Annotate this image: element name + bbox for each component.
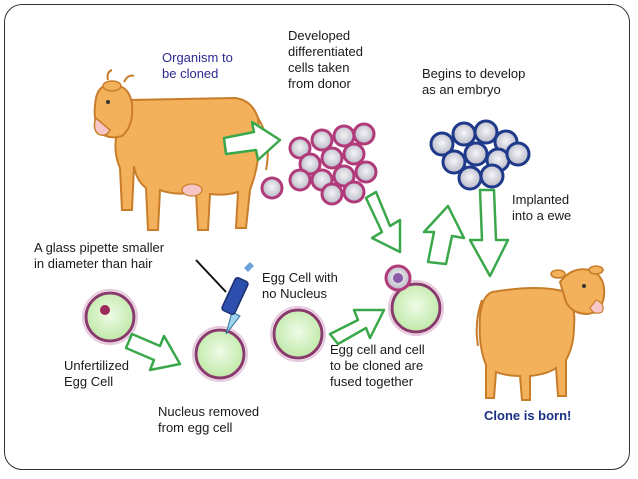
label-developed-line3: cells taken: [288, 60, 349, 75]
label-organism-line2: be cloned: [162, 66, 218, 81]
label-fused-line3: fused together: [330, 374, 414, 389]
label-implanted-line2: into a ewe: [512, 208, 571, 223]
clone-cow-icon: [475, 265, 606, 401]
label-fused: Egg cell and cell to be cloned are fused…: [330, 342, 425, 389]
label-implanted-line1: Implanted: [512, 192, 569, 207]
label-unfertilized-line1: Unfertilized: [64, 358, 129, 373]
arrow-fused-up: [422, 204, 466, 266]
embryo-cluster: [429, 119, 531, 191]
arrow-cow-to-cells: [222, 120, 282, 162]
label-egg-no-nucleus: Egg Cell with no Nucleus: [262, 270, 338, 301]
label-implanted: Implanted into a ewe: [512, 192, 571, 223]
label-pipette-line2: in diameter than hair: [34, 256, 153, 271]
label-nucleus-removed-line2: from egg cell: [158, 420, 233, 435]
label-pipette-line1: A glass pipette smaller: [34, 240, 165, 255]
label-egg-no-nucleus-line1: Egg Cell with: [262, 270, 338, 285]
label-organism: Organism to be cloned: [162, 50, 233, 81]
arrow-egg-to-removal: [124, 332, 182, 372]
fused-egg-cell: [384, 264, 444, 336]
unfertilized-egg-cell: [82, 289, 138, 345]
egg-nucleus-removal: [192, 326, 248, 382]
label-clone-born: Clone is born!: [484, 408, 571, 423]
arrow-egg-to-fused: [328, 308, 386, 346]
label-pipette: A glass pipette smaller in diameter than…: [34, 240, 165, 271]
arrow-cells-down: [364, 190, 402, 254]
label-nucleus-removed: Nucleus removed from egg cell: [158, 404, 259, 435]
label-developed-line1: Developed: [288, 28, 350, 43]
label-begins: Begins to develop as an embryo: [422, 66, 525, 97]
label-developed-line2: differentiated: [288, 44, 363, 59]
label-nucleus-removed-line1: Nucleus removed: [158, 404, 259, 419]
label-unfertilized-line2: Egg Cell: [64, 374, 113, 389]
label-egg-no-nucleus-line2: no Nucleus: [262, 286, 328, 301]
label-begins-line1: Begins to develop: [422, 66, 525, 81]
egg-no-nucleus-cell: [270, 306, 326, 362]
label-developed: Developed differentiated cells taken fro…: [288, 28, 363, 91]
pipette-icon: [195, 259, 254, 335]
donor-cow-icon: [93, 69, 269, 231]
label-begins-line2: as an embryo: [422, 82, 501, 97]
label-fused-line1: Egg cell and cell: [330, 342, 425, 357]
arrow-embryo-down: [468, 188, 510, 278]
label-fused-line2: to be cloned are: [330, 358, 423, 373]
label-unfertilized: Unfertilized Egg Cell: [64, 358, 129, 389]
donor-cells-cluster: [260, 122, 378, 206]
label-developed-line4: from donor: [288, 76, 352, 91]
label-organism-line1: Organism to: [162, 50, 233, 65]
